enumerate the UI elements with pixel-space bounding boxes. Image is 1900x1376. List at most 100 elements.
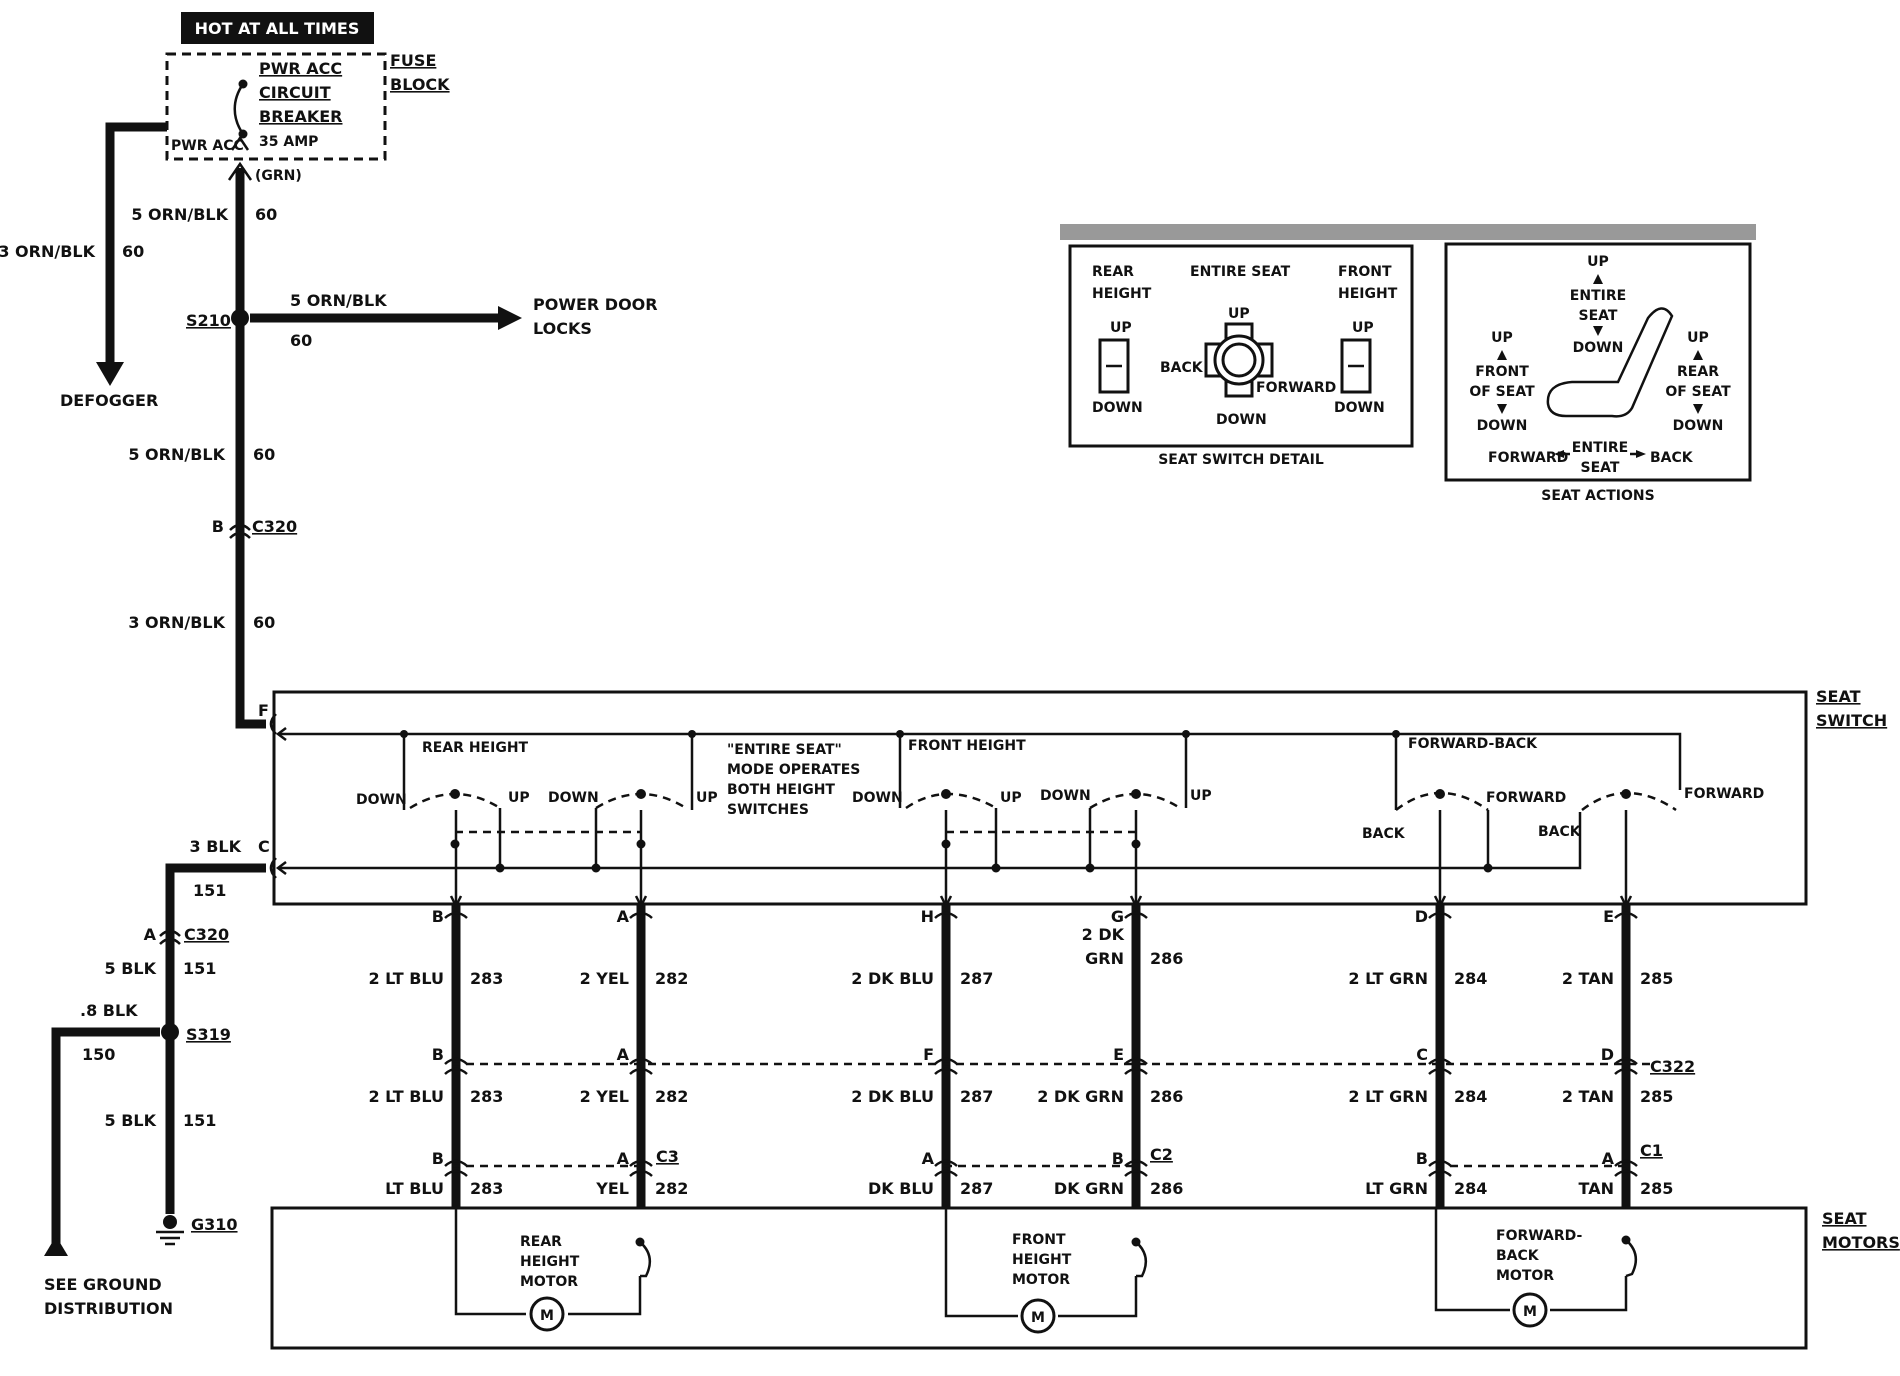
breaker-label-3: BREAKER xyxy=(259,107,342,126)
seat-motors-label-1: SEAT xyxy=(1822,1209,1867,1228)
wire-pin-top: D xyxy=(1415,907,1428,926)
wire-color-bottom: DK BLU xyxy=(868,1179,934,1198)
rear-motor-m: M xyxy=(540,1308,554,1324)
sa-back: BACK xyxy=(1650,450,1694,466)
ground-symbol xyxy=(156,1215,184,1246)
wire-pin-top: B xyxy=(432,907,444,926)
seat-switch-label-2: SWITCH xyxy=(1816,711,1887,730)
terminal-marker xyxy=(230,135,250,151)
seat-icon xyxy=(1546,307,1674,418)
rear-height-motor: M REAR HEIGHT MOTOR xyxy=(454,1208,652,1332)
front-motor-3: MOTOR xyxy=(1012,1272,1070,1288)
front-motor-m: M xyxy=(1031,1310,1045,1326)
splice-s210 xyxy=(231,309,249,327)
wire-circuit-upper: 286 xyxy=(1150,949,1183,968)
wire-circuit-middle: 287 xyxy=(960,1087,993,1106)
connector-mark xyxy=(1428,1067,1452,1075)
sd-back: BACK xyxy=(1160,360,1204,376)
fb-motor-m: M xyxy=(1523,1304,1537,1320)
seat-wire-4 xyxy=(1124,810,1148,1208)
breaker-label-1: PWR ACC xyxy=(259,59,342,78)
ground-num-3: 150 xyxy=(82,1045,115,1064)
feed-arrow xyxy=(227,161,253,181)
wire-color-bottom: LT BLU xyxy=(385,1179,444,1198)
pdl-num: 60 xyxy=(290,331,312,350)
mode-line-3: BOTH HEIGHT xyxy=(727,782,835,798)
sd-front-2: HEIGHT xyxy=(1338,286,1398,302)
connector-mark xyxy=(1614,1067,1638,1075)
defogger-num: 60 xyxy=(122,242,144,261)
sd-up-center: UP xyxy=(1228,306,1250,322)
wire-pin-bottom: A xyxy=(617,1149,630,1168)
front-height-label: FRONT HEIGHT xyxy=(908,738,1026,754)
wire-color-bottom: YEL xyxy=(595,1179,629,1198)
sd-entire: ENTIRE SEAT xyxy=(1190,264,1291,280)
sd-forward: FORWARD xyxy=(1256,380,1336,396)
c320-pin-b: B xyxy=(212,517,224,536)
connector-mark xyxy=(1614,1169,1638,1177)
sa-entire-2: ENTIRE xyxy=(1572,440,1628,456)
s210-label: S210 xyxy=(186,311,231,330)
front-motor-2: HEIGHT xyxy=(1012,1252,1072,1268)
sd-down-center: DOWN xyxy=(1216,412,1267,428)
defogger-label: DEFOGGER xyxy=(60,391,158,410)
wire-gauge-upper: 2 TAN xyxy=(1562,969,1614,988)
fuse-block-label-1: FUSE xyxy=(390,51,436,70)
wire-pin-top: E xyxy=(1603,907,1614,926)
sw4-up: UP xyxy=(1190,788,1212,804)
switch-detail-box xyxy=(1068,244,1414,448)
breaker-contact-top xyxy=(238,79,248,89)
ground-gauge-1: 3 BLK xyxy=(190,837,242,856)
seat-wire-5 xyxy=(1428,810,1452,1208)
sa-of-seat-right: OF SEAT xyxy=(1665,384,1731,400)
sa-front-of: FRONT xyxy=(1475,364,1529,380)
seat-wire-3 xyxy=(934,810,958,1208)
front-height-rocker xyxy=(1340,338,1372,394)
breaker-label-2: CIRCUIT xyxy=(259,83,331,102)
seat-switch-label-1: SEAT xyxy=(1816,687,1861,706)
sa-seat-1: SEAT xyxy=(1579,308,1618,324)
wire-pin-middle: F xyxy=(923,1045,934,1064)
seat-switch-detail: REAR HEIGHT ENTIRE SEAT FRONT HEIGHT UP … xyxy=(1060,224,1756,468)
sa-down-top: DOWN xyxy=(1573,340,1624,356)
seat-actions-caption: SEAT ACTIONS xyxy=(1541,488,1654,504)
pdl-gauge: 5 ORN/BLK xyxy=(290,291,387,310)
see-ground-2: DISTRIBUTION xyxy=(44,1299,173,1318)
mode-line-1: "ENTIRE SEAT" xyxy=(727,742,842,758)
connector-mark xyxy=(1614,1159,1638,1167)
rear-height-label: REAR HEIGHT xyxy=(422,740,529,756)
hot-at-all-times-label: HOT AT ALL TIMES xyxy=(195,19,360,38)
wire-gauge-middle: 2 DK GRN xyxy=(1037,1087,1124,1106)
grn-label: (GRN) xyxy=(255,168,302,184)
wire-gauge-upper-b: GRN xyxy=(1085,949,1124,968)
wire-pin-middle: A xyxy=(617,1045,630,1064)
sd-rear-1: REAR xyxy=(1092,264,1134,280)
wire-pin-middle: C xyxy=(1416,1045,1428,1064)
wire-gauge-middle: 2 LT GRN xyxy=(1348,1087,1428,1106)
connector-mark xyxy=(629,1067,653,1075)
forward-back-motor: M FORWARD- BACK MOTOR xyxy=(1434,1208,1638,1328)
sw3-up: UP xyxy=(1000,790,1022,806)
splice-s319 xyxy=(161,1023,179,1041)
feed-num-1: 60 xyxy=(255,205,277,224)
wire-circuit-upper: 282 xyxy=(655,969,688,988)
sw5-fwd: FORWARD xyxy=(1486,790,1566,806)
connector-mark xyxy=(1614,1057,1638,1065)
ground-num-2: 151 xyxy=(183,959,216,978)
wire-circuit-middle: 283 xyxy=(470,1087,503,1106)
wire-gauge-middle: 2 DK BLU xyxy=(851,1087,934,1106)
connector-mark xyxy=(629,1169,653,1177)
wire-pin-top: G xyxy=(1111,907,1124,926)
rear-motor-2: HEIGHT xyxy=(520,1254,580,1270)
ground-gauge-2: 5 BLK xyxy=(105,959,157,978)
feed-num-2: 60 xyxy=(253,445,275,464)
pdl-label-1: POWER DOOR xyxy=(533,295,658,314)
wire-pin-top: A xyxy=(617,907,630,926)
defogger-gauge: 3 ORN/BLK xyxy=(0,242,96,261)
s319-label: S319 xyxy=(186,1025,231,1044)
wire-circuit-bottom: 285 xyxy=(1640,1179,1673,1198)
sa-entire-1: ENTIRE xyxy=(1570,288,1626,304)
wire-circuit-middle: 286 xyxy=(1150,1087,1183,1106)
rear-motor-1: REAR xyxy=(520,1234,562,1250)
g310-label: G310 xyxy=(191,1215,238,1234)
